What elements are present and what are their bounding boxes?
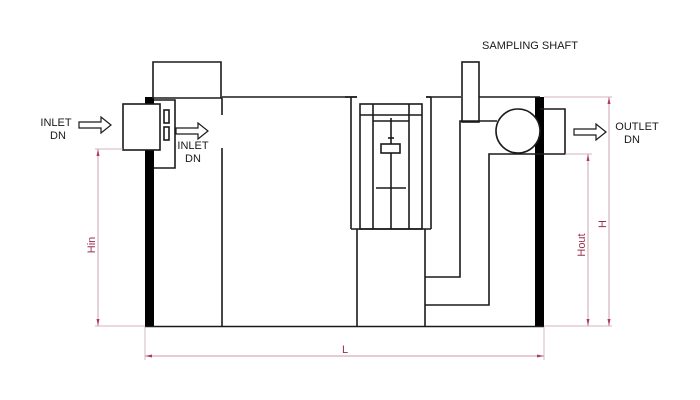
inlet-slot-upper — [163, 109, 170, 124]
outlet-arrow-icon — [573, 122, 607, 142]
length-arrow-right-icon — [537, 354, 544, 358]
inlet-inner-arrow-icon — [175, 121, 209, 141]
dimension-height-inlet: Hin — [86, 148, 145, 327]
length-label: L — [342, 344, 348, 356]
left-wall — [145, 97, 154, 327]
h-arrow-top-icon — [607, 97, 611, 104]
length-arrow-left-icon — [145, 354, 152, 358]
dimension-height-outlet: Hout — [544, 153, 612, 327]
inlet-slot-lower — [163, 126, 170, 141]
hout-arrow-top-icon — [586, 154, 590, 161]
inlet-outer-label-dn: DN — [50, 130, 66, 142]
coalescing-insert — [345, 96, 432, 326]
tank-body — [145, 96, 544, 328]
inlet-inner-label-dn: DN — [185, 153, 201, 165]
outlet-assembly — [425, 61, 566, 306]
hin-label: Hin — [86, 237, 98, 254]
hin-arrow-bottom-icon — [96, 319, 100, 326]
inlet-assembly — [122, 99, 176, 169]
outlet-riser-outer — [425, 108, 566, 306]
right-wall — [535, 97, 544, 327]
h-label: H — [597, 220, 609, 228]
inlet-inner-label: INLET — [177, 140, 208, 152]
outlet-riser-inner — [425, 120, 497, 278]
outlet-label-dn: DN — [624, 134, 640, 146]
inlet-outer-arrow-icon — [78, 115, 112, 135]
inlet-deflector — [154, 99, 176, 169]
outlet-pipe — [495, 108, 541, 154]
hin-arrow-top-icon — [96, 149, 100, 156]
inlet-outer-label: INLET — [40, 117, 71, 129]
hout-label: Hout — [576, 233, 588, 256]
inlet-pipe-box — [122, 103, 161, 151]
float-valve — [380, 143, 401, 154]
sampling-shaft — [461, 61, 480, 123]
inlet-access-shaft — [152, 61, 222, 98]
sampling-shaft-label: SAMPLING SHAFT — [482, 40, 578, 52]
dimension-length: L — [144, 327, 545, 360]
hout-arrow-bottom-icon — [586, 319, 590, 326]
dimension-height: H — [544, 96, 612, 326]
h-arrow-bottom-icon — [607, 319, 611, 326]
outlet-label: OUTLET — [615, 121, 659, 133]
